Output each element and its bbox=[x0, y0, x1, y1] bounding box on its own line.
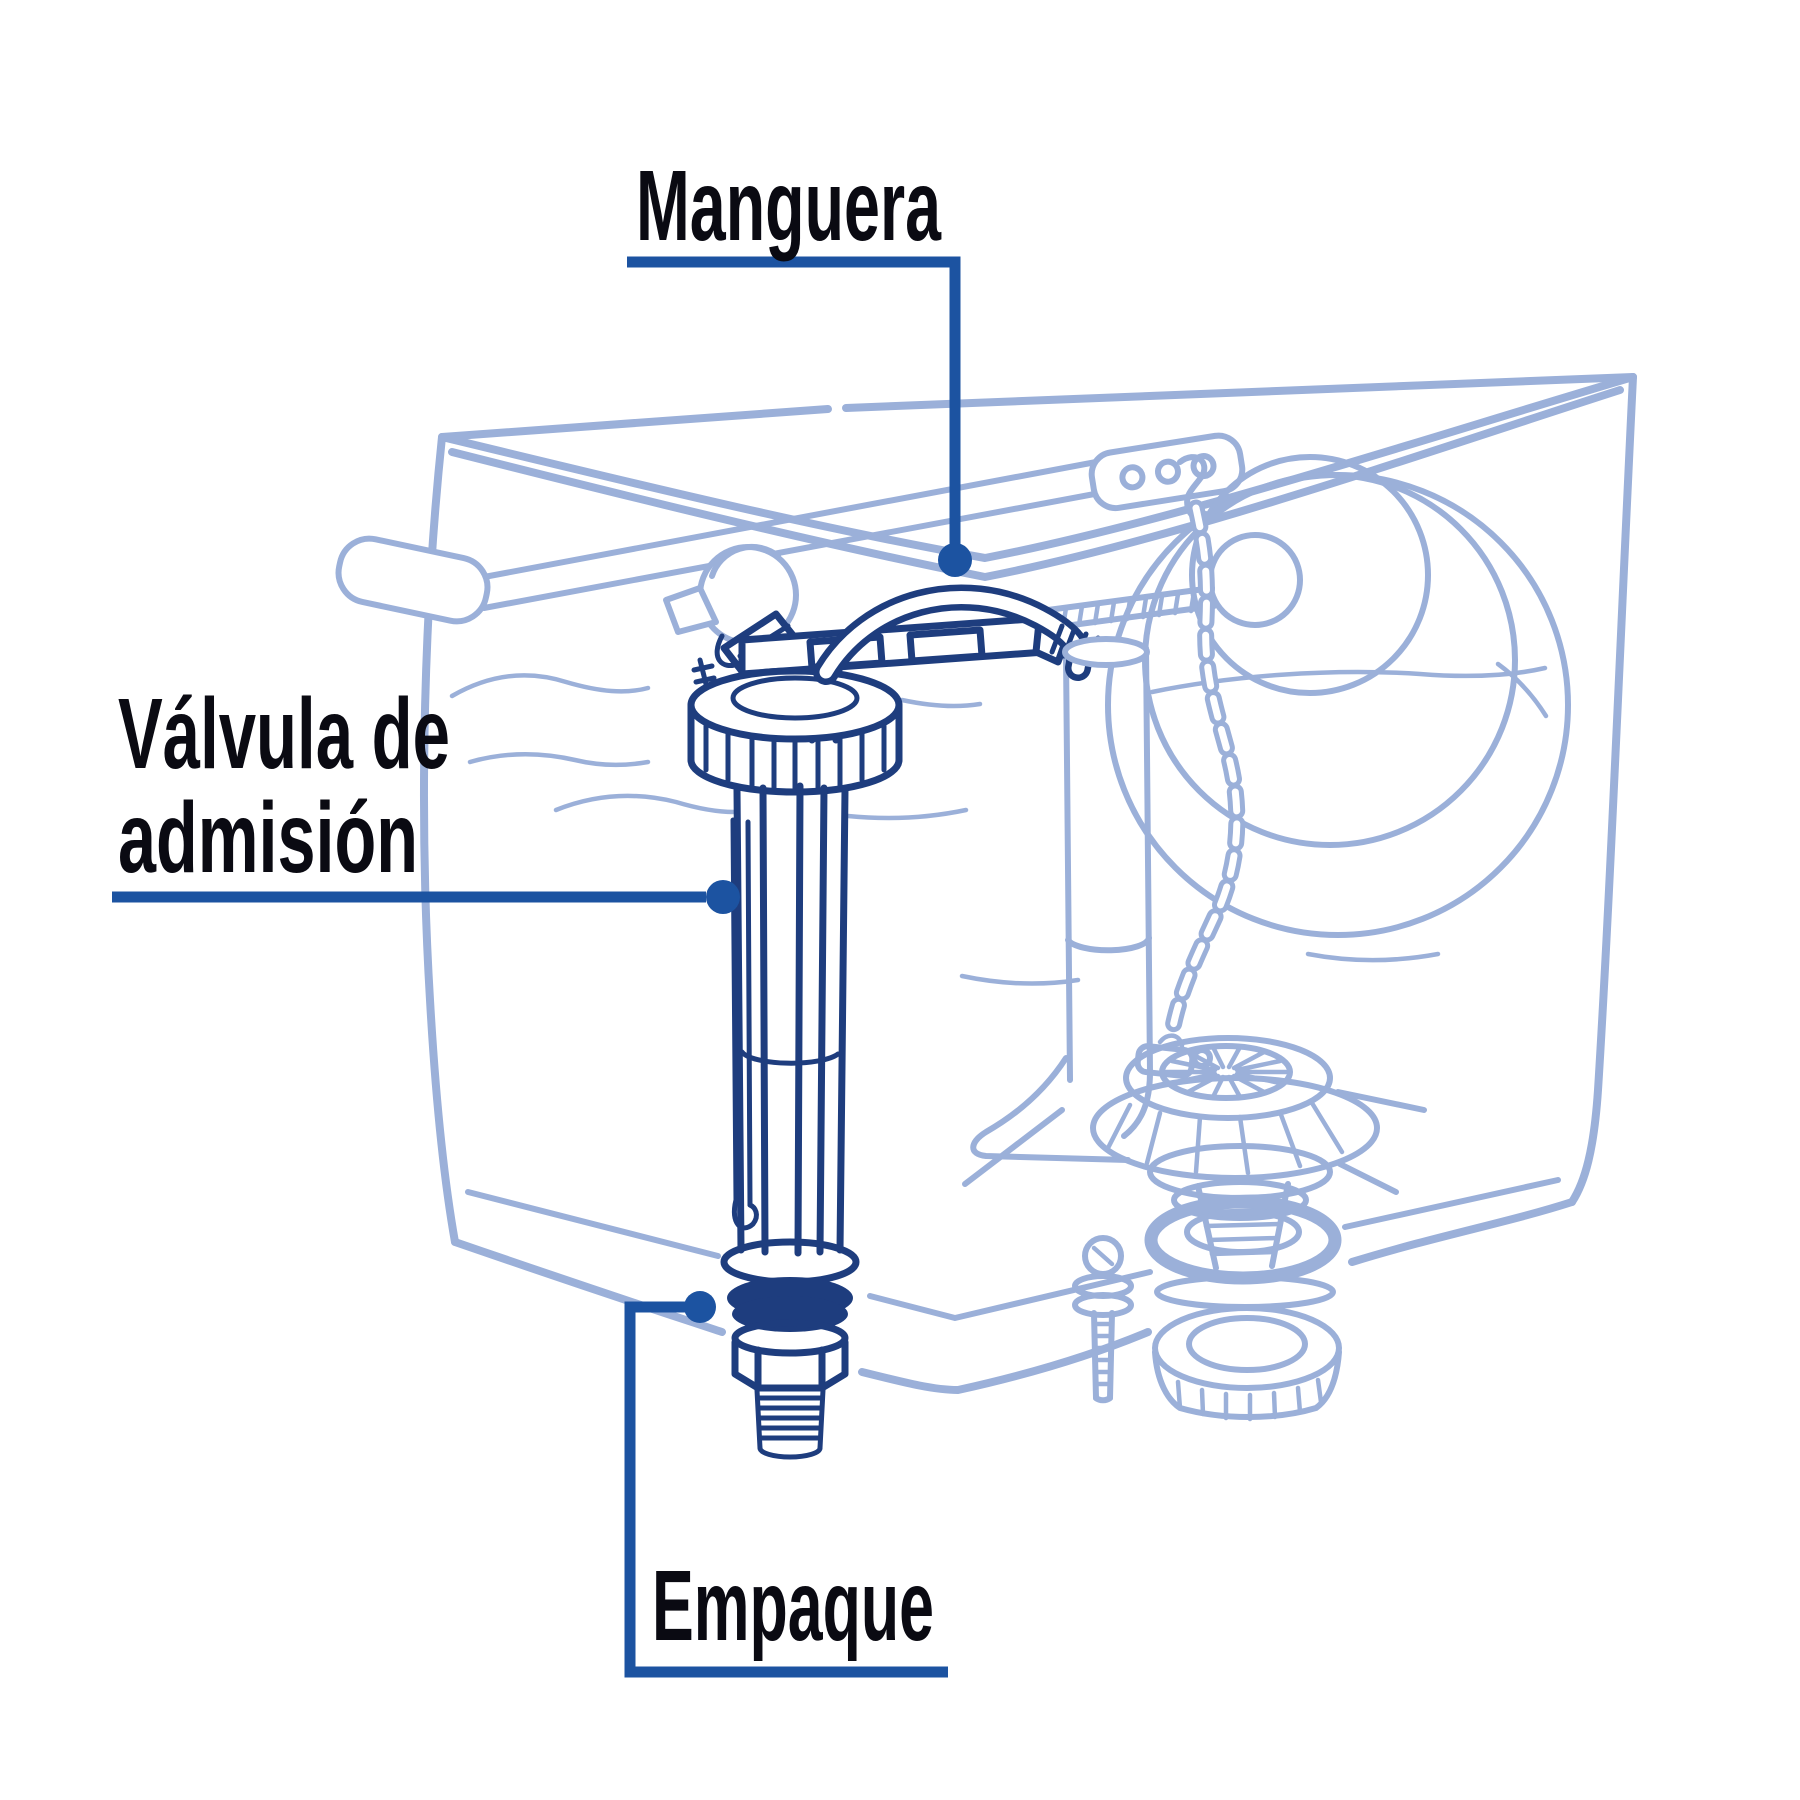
label-empaque: Empaque bbox=[652, 1550, 934, 1662]
valve-cap-inner-ring bbox=[730, 675, 860, 721]
label-valvula-line2: admisión bbox=[118, 782, 418, 894]
valve-side-rod bbox=[730, 817, 753, 1208]
lock-nut-opening bbox=[1186, 1315, 1308, 1373]
float-boss bbox=[1207, 532, 1303, 628]
lever-plate-hole-2 bbox=[1154, 458, 1181, 485]
lever-arm-upper bbox=[481, 453, 1131, 580]
tank-floor-inner-right bbox=[1342, 1177, 1561, 1230]
leader-lines bbox=[112, 256, 972, 1678]
valve-tail-threads bbox=[755, 1395, 825, 1441]
flapper-chain-eye bbox=[1157, 1033, 1185, 1049]
bolt-shaft-threads bbox=[1091, 1321, 1115, 1387]
label-valvula-line1: Válvula de bbox=[118, 678, 450, 790]
valve-flange bbox=[731, 1319, 849, 1357]
tank-floor-inner-mid bbox=[867, 1269, 1153, 1321]
valve-base-washer bbox=[720, 1238, 860, 1286]
valve-float-knob-inner bbox=[709, 543, 781, 579]
leader-dot-empaque bbox=[684, 1291, 716, 1323]
leader-manguera bbox=[627, 256, 961, 546]
tank-bottom-outer-far-right bbox=[1348, 1198, 1576, 1266]
wave-near-flapper-1 bbox=[959, 973, 1081, 986]
tube-right-side bbox=[1143, 645, 1153, 1075]
valve-cap-top bbox=[687, 667, 903, 743]
flapper-seat-ring-2 bbox=[1171, 1179, 1309, 1221]
tube-mid-ring bbox=[1065, 935, 1152, 954]
wave-under-valve-2 bbox=[845, 807, 969, 821]
valve-cap-sides bbox=[687, 701, 903, 764]
valve-hex-nut bbox=[731, 1338, 849, 1392]
flush-handle bbox=[335, 535, 491, 625]
tank-floor-hole-edge-1 bbox=[1335, 1089, 1427, 1113]
tank-floor-hole-edge-2 bbox=[1337, 1161, 1399, 1195]
lock-nut-top bbox=[1152, 1305, 1342, 1391]
leader-empaque bbox=[624, 1301, 948, 1678]
float-body-outer bbox=[1105, 472, 1571, 938]
valve-knob-wing bbox=[663, 585, 719, 635]
tank-floor-hole-edge-3 bbox=[962, 1107, 1065, 1187]
float-face bbox=[1189, 454, 1431, 696]
wave-near-flapper-2 bbox=[1305, 951, 1441, 963]
labels: Manguera Válvula de admisión Empaque bbox=[118, 150, 942, 1662]
lever-plate-hole-1 bbox=[1119, 464, 1146, 491]
bolt-head-slot bbox=[1091, 1245, 1115, 1267]
label-manguera: Manguera bbox=[636, 150, 942, 262]
tank-right-edge bbox=[1568, 373, 1637, 1206]
flapper-dome-ring bbox=[1123, 1035, 1333, 1121]
valve-side-rod-hook bbox=[732, 1197, 759, 1231]
chain-links-inner bbox=[1168, 504, 1241, 1036]
toilet-tank bbox=[420, 373, 1637, 1394]
flush-lever-assembly bbox=[335, 432, 1246, 625]
leader-dot-manguera bbox=[938, 543, 972, 577]
flush-valve-stack bbox=[1144, 1181, 1342, 1422]
valve-cap-knurls bbox=[703, 723, 887, 793]
refill-hose bbox=[813, 584, 1150, 685]
tube-elbow bbox=[970, 1055, 1131, 1163]
valve-adjust-screw bbox=[691, 657, 719, 703]
valve-lever-hole-2 bbox=[906, 626, 986, 665]
leader-dot-valvula bbox=[706, 880, 740, 914]
tube-left-side bbox=[1063, 652, 1073, 1083]
lever-plate bbox=[1088, 432, 1246, 512]
tank-floor-inner-left bbox=[465, 1189, 721, 1259]
fill-valve bbox=[663, 543, 1072, 1460]
tank-bolt bbox=[1072, 1235, 1134, 1404]
wave-under-valve-1 bbox=[553, 793, 737, 815]
valve-tower-lines bbox=[733, 782, 849, 1257]
cone-gasket-inner bbox=[1184, 1209, 1302, 1255]
lever-arm-lower bbox=[481, 484, 1135, 611]
tank-back-top-edge-2 bbox=[842, 373, 1637, 412]
bolt-tip bbox=[1093, 1395, 1113, 1404]
flapper-dome-inner bbox=[1159, 1043, 1293, 1101]
tank-front-rim-inner bbox=[448, 386, 1624, 581]
wave-left bbox=[449, 673, 651, 699]
tank-bottom-outer-left bbox=[451, 1238, 726, 1336]
valve-tail-end bbox=[757, 1445, 823, 1460]
bolt-washer-2 bbox=[1072, 1292, 1134, 1318]
tube-elbow-inner bbox=[1121, 1069, 1153, 1139]
water-line bbox=[449, 661, 1549, 986]
wave-mid bbox=[899, 697, 983, 709]
chain bbox=[1163, 499, 1246, 1041]
lock-nut-slots bbox=[1175, 1377, 1324, 1422]
overflow-tube-rim bbox=[1062, 636, 1150, 668]
flapper-sunburst bbox=[1163, 1044, 1289, 1100]
tank-back-top-edge bbox=[438, 405, 832, 441]
tank-front-rim-outer bbox=[438, 373, 1637, 562]
wave-left-2 bbox=[467, 751, 651, 768]
wave-right-squiggle bbox=[1495, 661, 1549, 719]
lock-nut-skirt bbox=[1152, 1349, 1342, 1420]
